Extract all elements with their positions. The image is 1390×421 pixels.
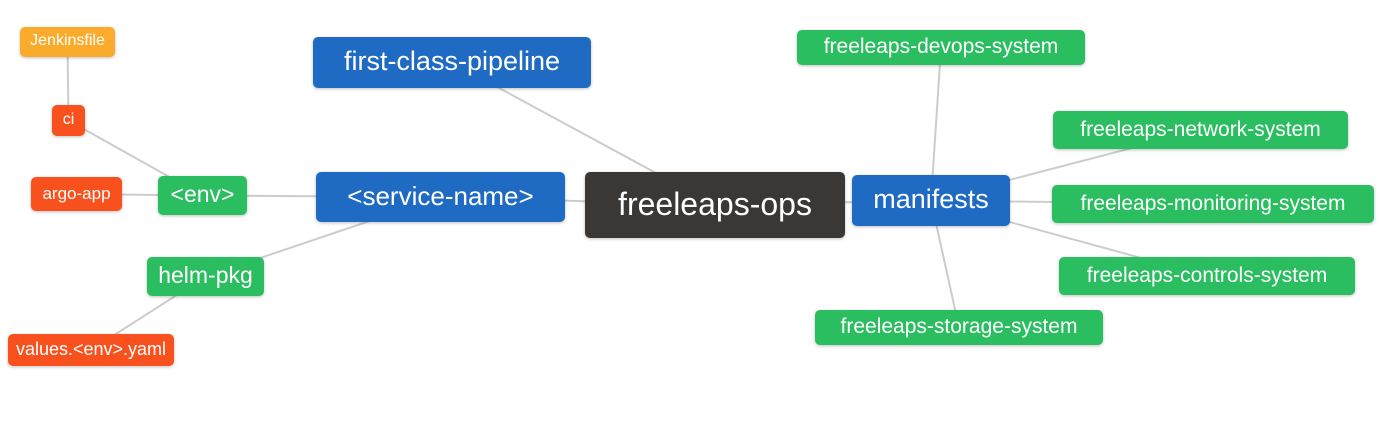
node-label: ci — [62, 110, 75, 128]
node-freeleaps-network-system[interactable]: freeleaps-network-system — [1053, 111, 1348, 149]
node-label: freeleaps-ops — [618, 186, 812, 222]
node-manifests[interactable]: manifests — [852, 175, 1010, 226]
node-freeleaps-controls-system[interactable]: freeleaps-controls-system — [1059, 257, 1355, 295]
node-ci[interactable]: ci — [52, 105, 85, 136]
node-label: freeleaps-network-system — [1080, 117, 1321, 141]
node-jenkinsfile[interactable]: Jenkinsfile — [20, 27, 115, 57]
node-freeleaps-ops[interactable]: freeleaps-ops — [585, 172, 845, 238]
node-service-name[interactable]: <service-name> — [316, 172, 565, 222]
node-first-class-pipeline[interactable]: first-class-pipeline — [313, 37, 591, 88]
node-label: freeleaps-storage-system — [840, 315, 1078, 338]
node-label: values.<env>.yaml — [15, 339, 167, 359]
node-freeleaps-storage-system[interactable]: freeleaps-storage-system — [815, 310, 1103, 345]
node-helm-pkg[interactable]: helm-pkg — [147, 257, 264, 296]
node-label: <service-name> — [347, 181, 534, 211]
node-label: freeleaps-controls-system — [1086, 263, 1328, 287]
node-freeleaps-monitoring-system[interactable]: freeleaps-monitoring-system — [1052, 185, 1374, 223]
node-label: first-class-pipeline — [343, 46, 561, 76]
node-label: freeleaps-devops-system — [823, 35, 1059, 58]
node-env[interactable]: <env> — [158, 176, 247, 215]
node-label: helm-pkg — [158, 262, 253, 288]
node-label: argo-app — [42, 183, 111, 203]
node-label: <env> — [170, 181, 235, 207]
node-label: manifests — [873, 184, 989, 214]
node-argo-app[interactable]: argo-app — [31, 177, 122, 211]
node-label: freeleaps-monitoring-system — [1080, 191, 1346, 215]
node-label: Jenkinsfile — [30, 32, 105, 49]
node-values-env-yaml[interactable]: values.<env>.yaml — [8, 334, 174, 366]
node-freeleaps-devops-system[interactable]: freeleaps-devops-system — [797, 30, 1085, 65]
